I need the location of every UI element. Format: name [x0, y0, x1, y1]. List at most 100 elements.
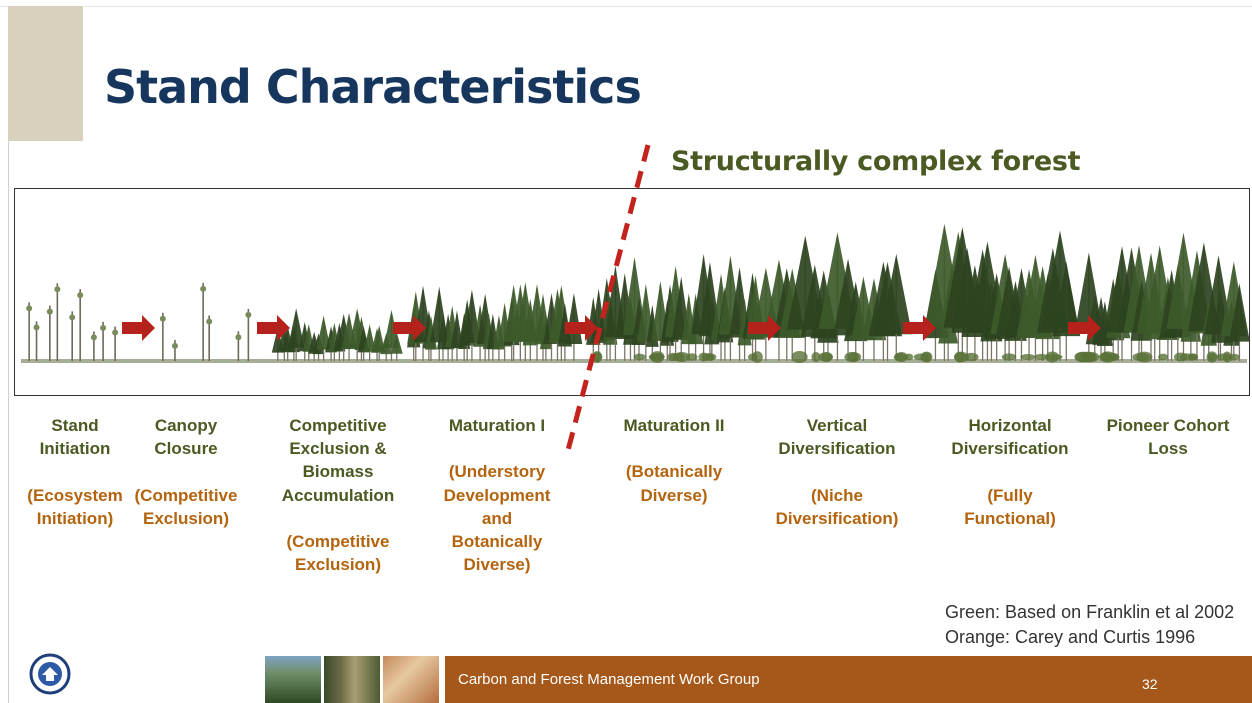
stage-name-line: Biomass	[302, 462, 374, 482]
forest-illustration-panel	[14, 188, 1250, 396]
stage-alt-name-line: Development	[443, 485, 551, 505]
tree-crown	[1229, 283, 1249, 342]
understory-shrub	[1136, 351, 1153, 363]
stage-name-line: Exclusion &	[289, 439, 387, 459]
understory-shrub	[1174, 352, 1188, 362]
arrow-right-icon	[393, 315, 426, 341]
stage-alt-name-line: Botanically	[451, 532, 543, 551]
stage-spacer	[614, 437, 734, 460]
arrow-right-icon	[903, 315, 936, 341]
understory-shrub	[964, 352, 979, 362]
understory-shrub	[592, 351, 603, 363]
understory-shrub	[1020, 353, 1036, 361]
understory-shrub	[848, 352, 860, 362]
tree-crown	[373, 325, 386, 353]
stage-name-line: Loss	[1148, 439, 1188, 459]
stage-alt-name-line: (Competitive	[134, 485, 238, 505]
source-credits: Green: Based on Franklin et al 2002 Oran…	[945, 600, 1234, 650]
understory-shrub	[633, 353, 646, 361]
forest-photo-thumbnail	[265, 656, 321, 703]
tree-crown	[565, 292, 583, 344]
stage-name-line: Competitive	[289, 416, 387, 435]
snag-tuft	[235, 334, 242, 341]
title-accent-block	[8, 6, 83, 141]
understory-shrub	[649, 353, 665, 361]
tree-crown	[390, 332, 403, 354]
trunk-photo-thumbnail	[324, 656, 380, 703]
stage-name-line: Canopy	[154, 416, 218, 435]
arrow-right-icon	[122, 315, 155, 341]
stage-name-line: Pioneer Cohort	[1106, 416, 1230, 435]
slide-title: Stand Characteristics	[104, 60, 642, 114]
understory-shrub	[791, 351, 808, 363]
understory-shrub	[698, 352, 710, 362]
snag-tuft	[54, 286, 61, 293]
stage-alt-name-line: Diverse)	[640, 485, 708, 505]
snag-tuft	[206, 318, 213, 325]
stage-name-line: Diversification	[951, 439, 1069, 459]
understory-shrub	[811, 351, 821, 363]
stage-name-line: Initiation	[39, 439, 111, 459]
snag-tuft	[46, 308, 53, 315]
stage-alt-name-line: and	[481, 508, 513, 528]
understory-shrub	[1083, 351, 1100, 363]
tree-crown	[880, 253, 913, 335]
understory-shrub	[1110, 353, 1120, 361]
snag-tuft	[77, 292, 84, 299]
understory-shrub	[1158, 353, 1169, 361]
understory-shrub	[1001, 353, 1017, 361]
structurally-complex-label: Structurally complex forest	[671, 146, 1081, 177]
tree-crown	[1052, 261, 1081, 337]
arrow-right-icon	[1068, 315, 1101, 341]
snag-tuft	[33, 324, 40, 331]
understory-shrub	[1188, 353, 1199, 361]
arrow-right-icon	[748, 315, 781, 341]
footer-bar: Carbon and Forest Management Work Group …	[445, 656, 1252, 703]
understory-shrub	[1222, 351, 1232, 363]
stage-alt-name-line: Diverse)	[463, 555, 531, 575]
understory-shrub	[1100, 352, 1112, 362]
left-rule	[8, 141, 9, 703]
arrow-right-icon	[257, 315, 290, 341]
stage-name-line: Maturation I	[448, 416, 546, 435]
snag-tuft	[171, 342, 178, 349]
stage-spacer	[131, 460, 241, 483]
stage-spacer	[20, 460, 130, 483]
forest-silhouette-strip	[21, 223, 1249, 363]
stage-name-line: Vertical	[806, 416, 868, 435]
tree-crown	[316, 315, 331, 350]
stage-spacer	[767, 460, 907, 483]
understory-shrub	[1044, 353, 1063, 361]
snag-tuft	[26, 305, 33, 312]
understory-shrub	[1208, 353, 1217, 361]
understory-shrub	[894, 351, 909, 363]
top-rule	[0, 6, 1252, 7]
page-number: 32	[1142, 676, 1158, 692]
credit-orange: Orange: Carey and Curtis 1996	[945, 627, 1196, 647]
stage-alt-name-line: (Botanically	[625, 462, 723, 482]
understory-shrub	[954, 351, 966, 363]
stage-alt-name-line: Exclusion)	[295, 555, 381, 575]
stage-alt-name-line: Exclusion)	[143, 508, 229, 528]
stage-spacer	[940, 460, 1080, 483]
snag-tuft	[100, 324, 107, 331]
snag-tuft	[200, 285, 207, 292]
stage-name-line: Diversification	[778, 439, 896, 459]
stage-alt-name-line: (Understory	[448, 462, 546, 482]
understory-shrub	[670, 353, 680, 361]
stage-alt-name-line: (Competitive	[286, 532, 390, 551]
tree-crown	[363, 324, 376, 352]
snag-tuft	[69, 314, 76, 321]
snag-tuft	[90, 334, 97, 341]
stage-alt-name-line: (Niche	[811, 485, 863, 505]
snag-tuft	[159, 315, 166, 322]
understory-shrub	[820, 352, 833, 362]
stage-alt-name-line: Diversification)	[775, 508, 899, 528]
stage-name-line: Horizontal	[968, 416, 1052, 435]
